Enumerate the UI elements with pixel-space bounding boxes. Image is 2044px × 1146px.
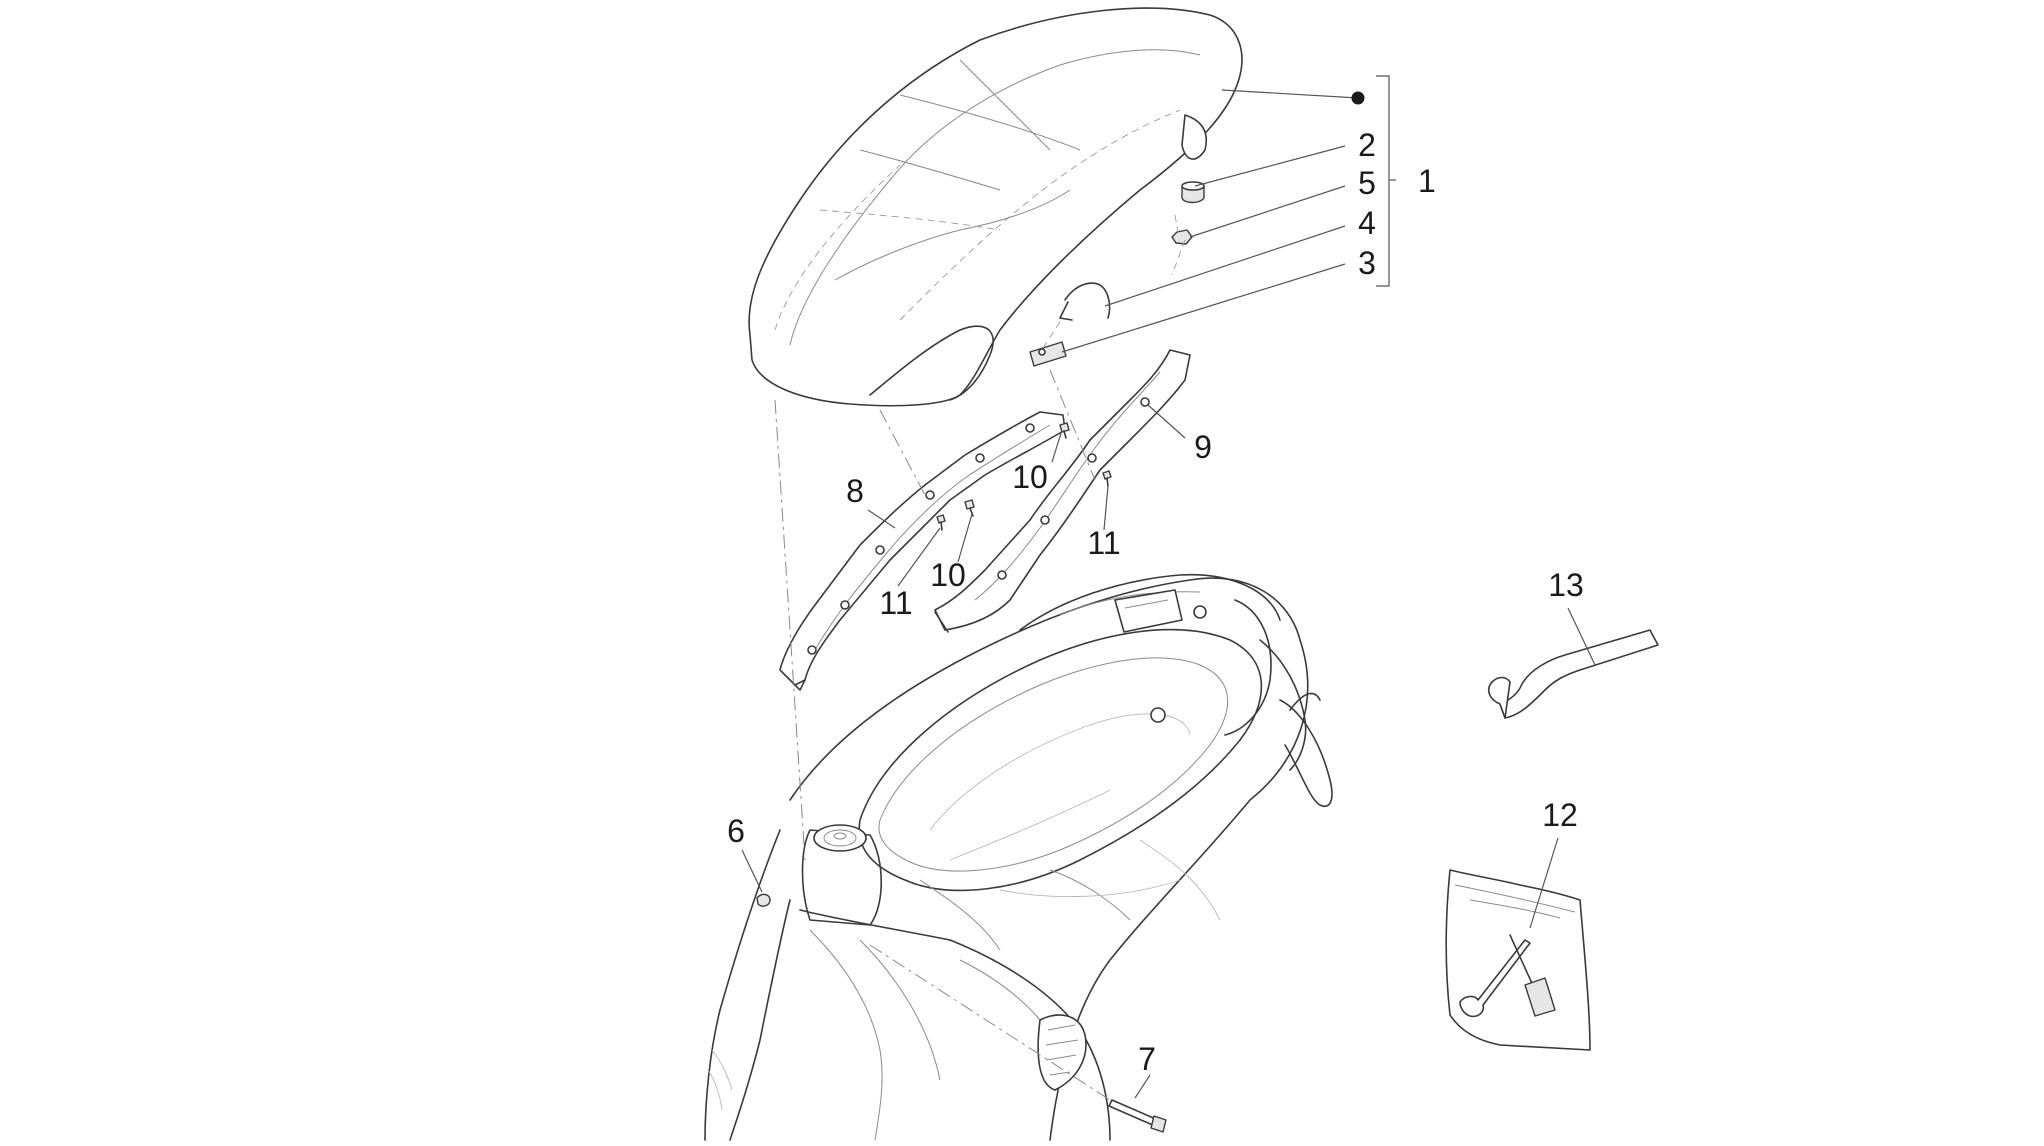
callout-dot — [1351, 91, 1365, 105]
callout-1: 1 — [1418, 163, 1436, 199]
callout-10-left: 10 — [930, 557, 966, 593]
callout-13: 13 — [1548, 567, 1584, 603]
grab-rail-right — [934, 349, 1191, 633]
hook-spanner — [1488, 629, 1659, 719]
callout-11-left: 11 — [879, 585, 912, 621]
seat — [748, 7, 1243, 407]
screw-11-left — [936, 514, 946, 531]
assembly-lines — [774, 214, 1186, 1101]
callout-4: 4 — [1358, 205, 1376, 241]
leader-lines — [741, 75, 1596, 1099]
callout-labels: 1 2 5 4 3 8 9 10 10 11 11 6 7 12 13 — [727, 127, 1584, 1077]
callout-7: 7 — [1138, 1041, 1156, 1077]
bolt — [1108, 1099, 1167, 1133]
callout-9: 9 — [1194, 429, 1212, 465]
callout-8: 8 — [846, 473, 864, 509]
callout-10-right: 10 — [1012, 459, 1048, 495]
screw-10-right — [1059, 422, 1070, 439]
callout-11-right: 11 — [1087, 525, 1120, 561]
rear-body-frame — [704, 573, 1333, 1141]
callout-3: 3 — [1358, 245, 1376, 281]
callout-5: 5 — [1358, 165, 1376, 201]
seat-latch-hook — [1029, 341, 1067, 367]
nut — [1171, 229, 1193, 245]
tool-bag — [1445, 869, 1591, 1051]
callout-12: 12 — [1542, 797, 1578, 833]
cable-clip — [1059, 282, 1111, 321]
screw-10-left — [964, 499, 975, 517]
callout-2: 2 — [1358, 127, 1376, 163]
screw-11-right — [1102, 470, 1112, 487]
grab-rail-left — [779, 411, 1066, 691]
callout-6: 6 — [727, 813, 745, 849]
rubber-buffer — [1181, 181, 1205, 204]
clip — [756, 893, 771, 907]
